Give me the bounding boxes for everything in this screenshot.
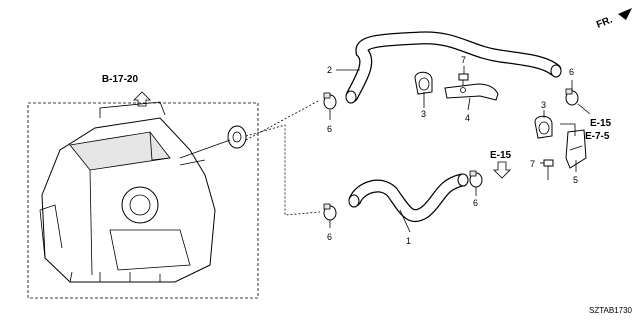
clip-upper [414,71,433,95]
ref-e75: E-7-5 [585,131,610,142]
reference-label-b1720: B-17-20 [102,74,139,85]
fr-label: FR. [595,14,614,30]
leader-lines [329,66,591,233]
grommet [227,125,247,149]
part-code: SZTAB1730 [589,306,633,315]
heater-unit-dashed-box [27,102,259,299]
callout-5: 5 [573,175,578,185]
clip-right [534,115,553,139]
lower-water-hose [348,173,469,223]
upper-water-hose [345,31,562,104]
callout-7-lower: 7 [530,159,535,169]
callout-1: 1 [406,236,411,246]
connection-leader-lines [245,124,321,216]
heater-unit-illustration [39,101,216,283]
down-arrow-icon [493,161,511,179]
callout-2: 2 [327,65,332,75]
callout-3-upper: 3 [421,109,426,119]
callout-6-middle: 6 [473,198,478,208]
ref-bracket-lines [560,123,576,136]
fr-arrow-icon [618,8,632,20]
callout-3-right: 3 [541,100,546,110]
callout-6-lower-left: 6 [327,232,332,242]
hose-clamp-upper-right [565,88,579,106]
callout-4: 4 [465,113,470,123]
ref-e15-middle: E-15 [490,150,512,161]
callout-7-upper: 7 [461,55,466,65]
hose-clamp-upper-left [323,92,337,110]
hose-clamp-lower-left [323,203,337,221]
hose-bracket-small [565,129,587,169]
ref-e15-upper: E-15 [590,118,612,129]
hose-clamp-mid-right [469,170,483,188]
callout-6-upper-left: 6 [327,124,332,134]
front-direction-indicator: FR. [595,8,632,31]
bolt-lower [543,159,554,180]
heater-pipe-line [179,139,231,159]
hose-bracket [444,83,499,101]
callout-6-upper-right: 6 [569,67,574,77]
